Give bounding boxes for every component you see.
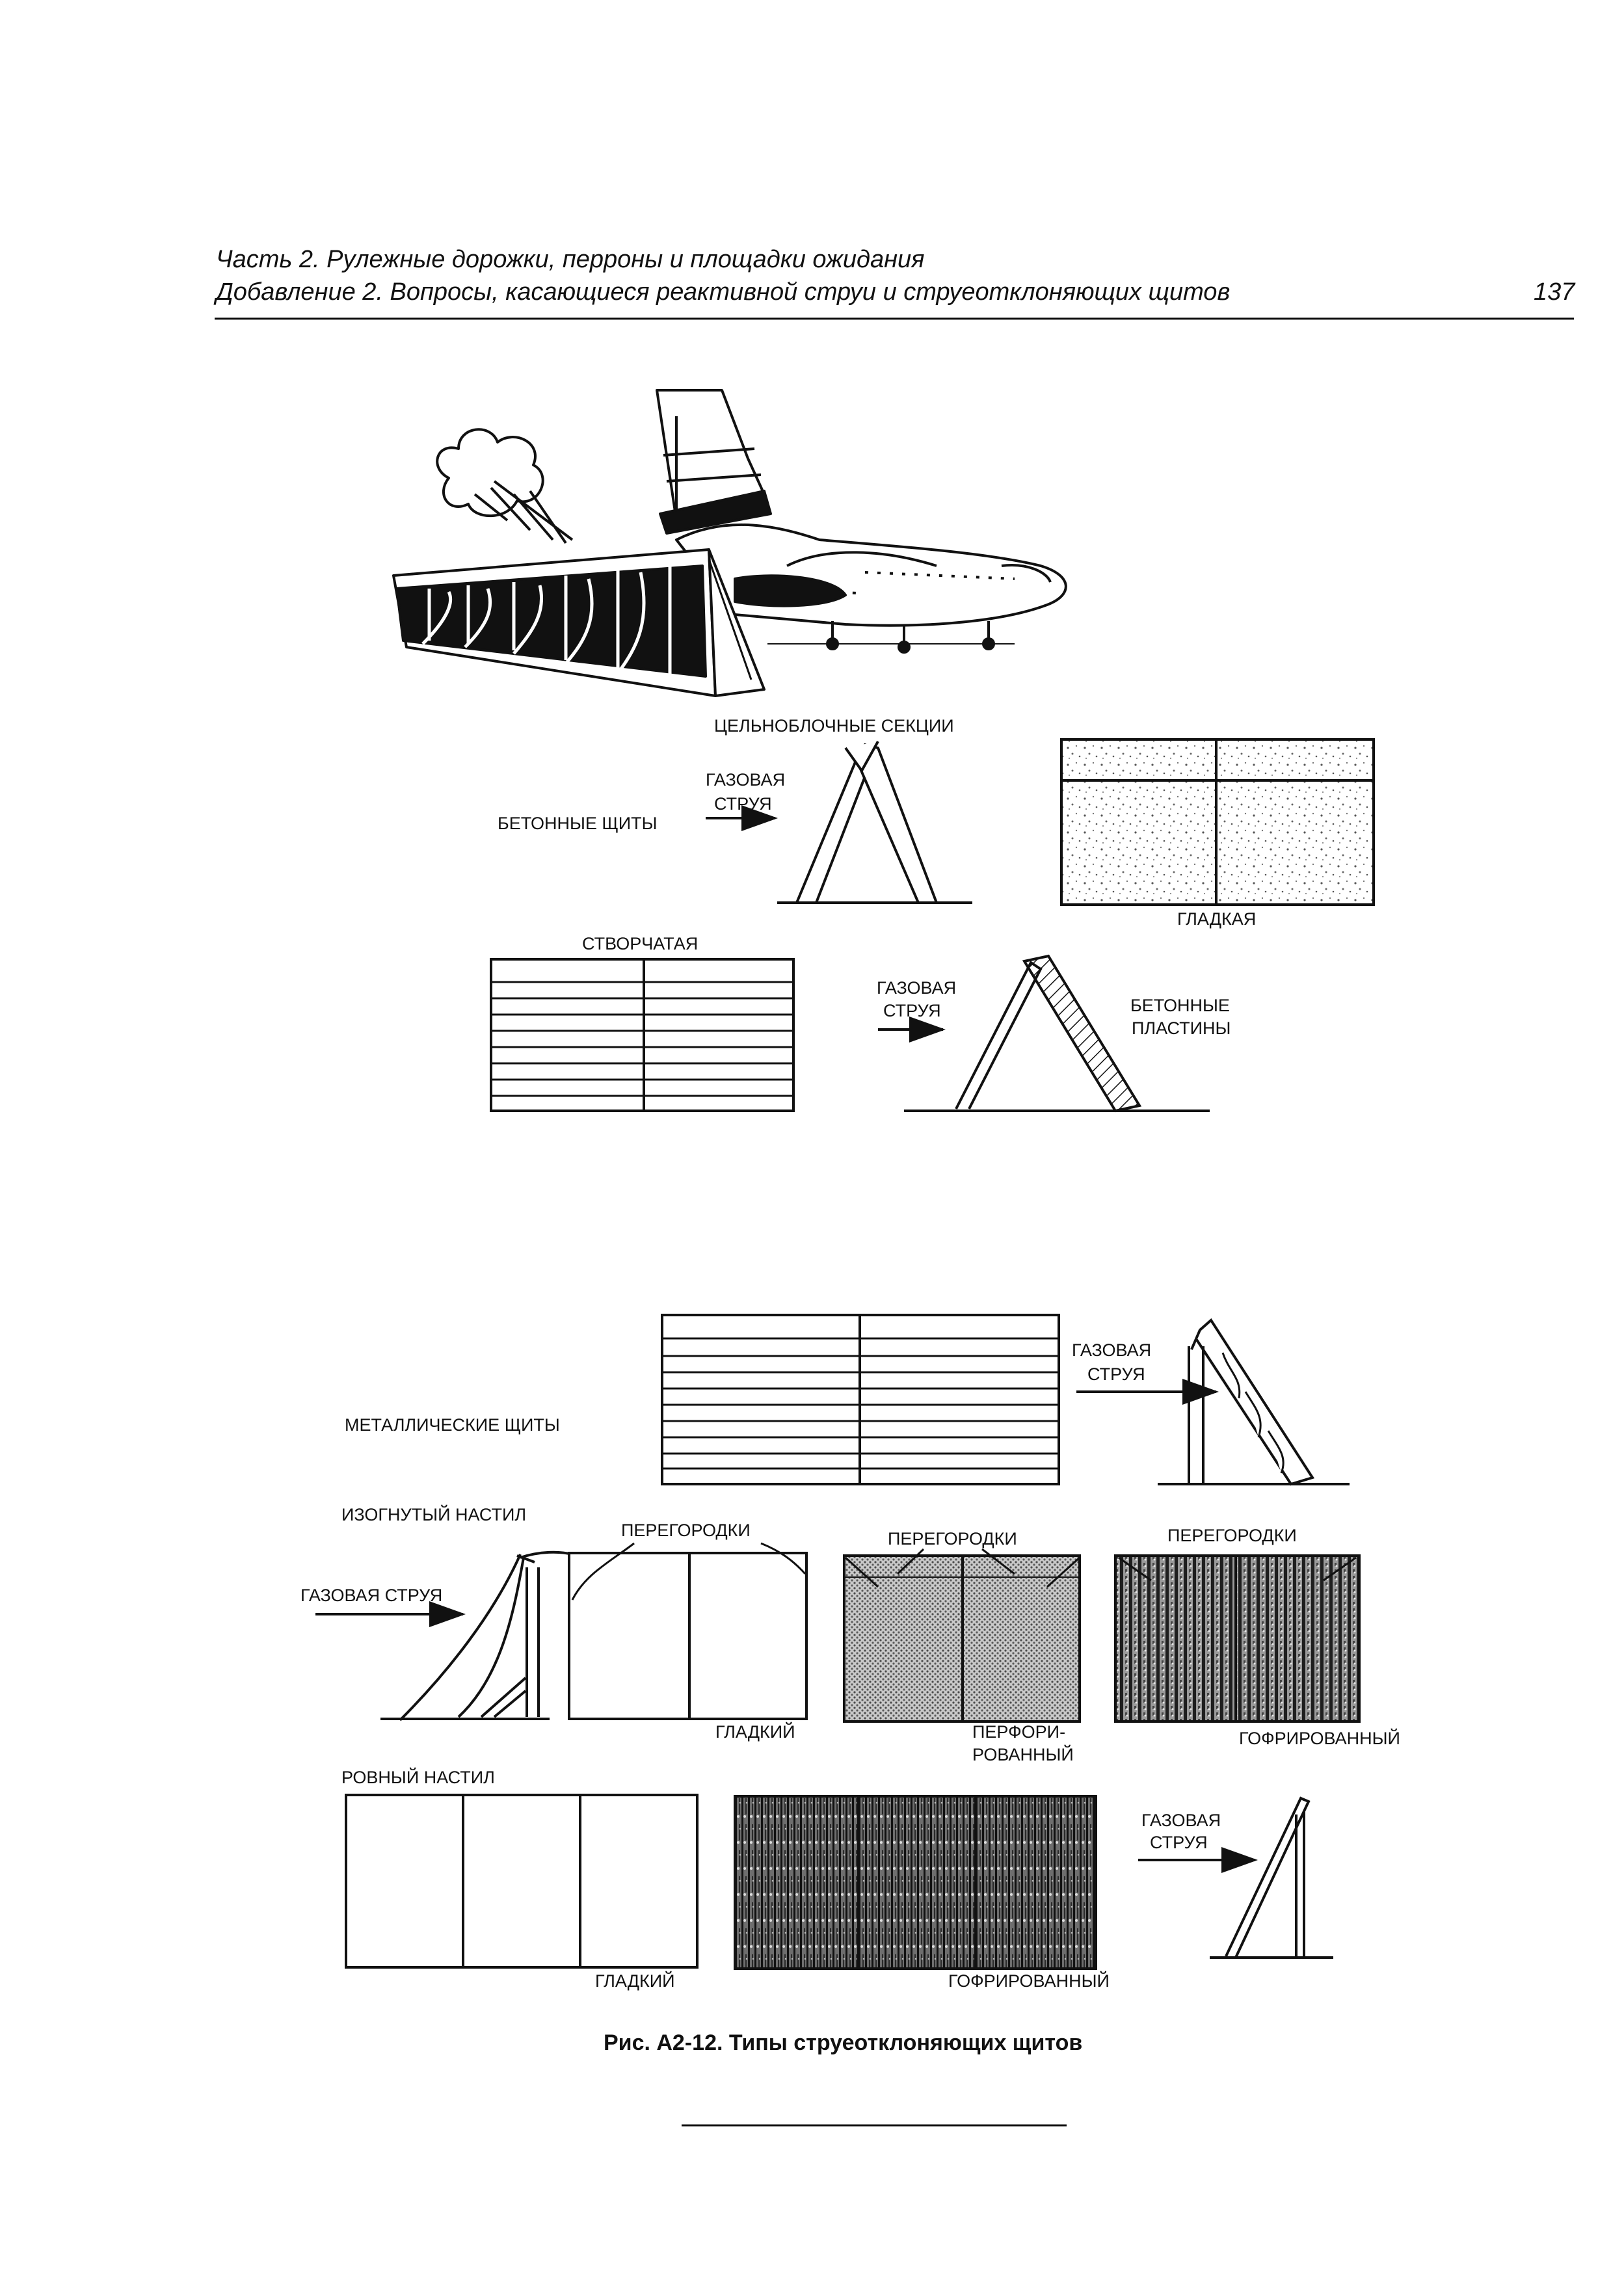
label-concrete: БЕТОННЫЕ (1130, 996, 1230, 1015)
smooth-concrete-panel (1060, 738, 1375, 906)
label-slabs: ПЛАСТИНЫ (1132, 1018, 1231, 1038)
label-perforated-2: РОВАННЫЙ (972, 1744, 1074, 1764)
label-smooth-m-1: ГЛАДКИЙ (715, 1721, 795, 1742)
metal-shield-profile (1158, 1318, 1350, 1486)
flat-deck-smooth-panel (345, 1794, 699, 1969)
corrugated-panel-curved (1114, 1554, 1361, 1723)
header-line-2: Добавление 2. Вопросы, касающиеся реакти… (216, 278, 1231, 306)
curved-deck-profile (380, 1550, 573, 1721)
label-louvered: СТВОРЧАТАЯ (582, 934, 698, 953)
label-gas-jet-3a: ГАЗОВАЯ (1072, 1340, 1151, 1360)
airplane-scene-illustration (392, 389, 1067, 697)
label-jet-2b: СТРУЯ (883, 1001, 941, 1020)
label-corrugated-1: ГОФРИРОВАННЫЙ (1239, 1728, 1400, 1748)
label-perforated-1: ПЕРФОРИ- (972, 1722, 1065, 1742)
label-smooth-f: ГЛАДКАЯ (1177, 909, 1256, 929)
label-gas-jet-full-1: ГАЗОВАЯ СТРУЯ (300, 1586, 442, 1605)
label-corrugated-2: ГОФРИРОВАННЫЙ (948, 1971, 1110, 1991)
label-partitions-2: ПЕРЕГОРОДКИ (888, 1529, 1017, 1548)
label-gas-jet-5a: ГАЗОВАЯ (1141, 1811, 1221, 1830)
label-gas-jet-1a: ГАЗОВАЯ (706, 770, 785, 790)
label-jet-1b: СТРУЯ (714, 794, 772, 814)
label-gas-jet-2a: ГАЗОВАЯ (877, 978, 956, 998)
label-concrete-shields: БЕТОННЫЕ ЩИТЫ (498, 814, 658, 833)
louvered-panel (490, 958, 795, 1112)
label-jet-5b: СТРУЯ (1150, 1833, 1208, 1852)
label-smooth-m-2: ГЛАДКИЙ (595, 1971, 675, 1991)
label-jet-3b: СТРУЯ (1087, 1364, 1145, 1384)
figure-caption: Рис. А2-12. Типы струеотклоняющих щитов (604, 2030, 1082, 2055)
concrete-slab-a-frame-profile (904, 954, 1210, 1113)
perforated-panel (843, 1548, 1081, 1723)
metal-shield-panel (661, 1314, 1060, 1485)
header-line-1: Часть 2. Рулежные дорожки, перроны и пло… (216, 246, 925, 273)
label-metal-shields: МЕТАЛЛИЧЕСКИЕ ЩИТЫ (345, 1415, 560, 1435)
flat-deck-profile (1210, 1796, 1333, 1959)
label-flat-deck: РОВНЫЙ НАСТИЛ (341, 1767, 495, 1787)
flat-deck-corrugated-panel (734, 1795, 1097, 1970)
label-solid-sections: ЦЕЛЬНОБЛОЧНЫЕ СЕКЦИИ (714, 716, 954, 736)
concrete-x-section-profile (777, 741, 972, 904)
label-curved-deck: ИЗОГНУТЫЙ НАСТИЛ (341, 1504, 526, 1524)
page-number: 137 (1534, 278, 1575, 306)
curved-deck-smooth-panel (568, 1542, 808, 1720)
label-partitions-1: ПЕРЕГОРОДКИ (621, 1521, 751, 1540)
label-partitions-3: ПЕРЕГОРОДКИ (1167, 1526, 1297, 1545)
